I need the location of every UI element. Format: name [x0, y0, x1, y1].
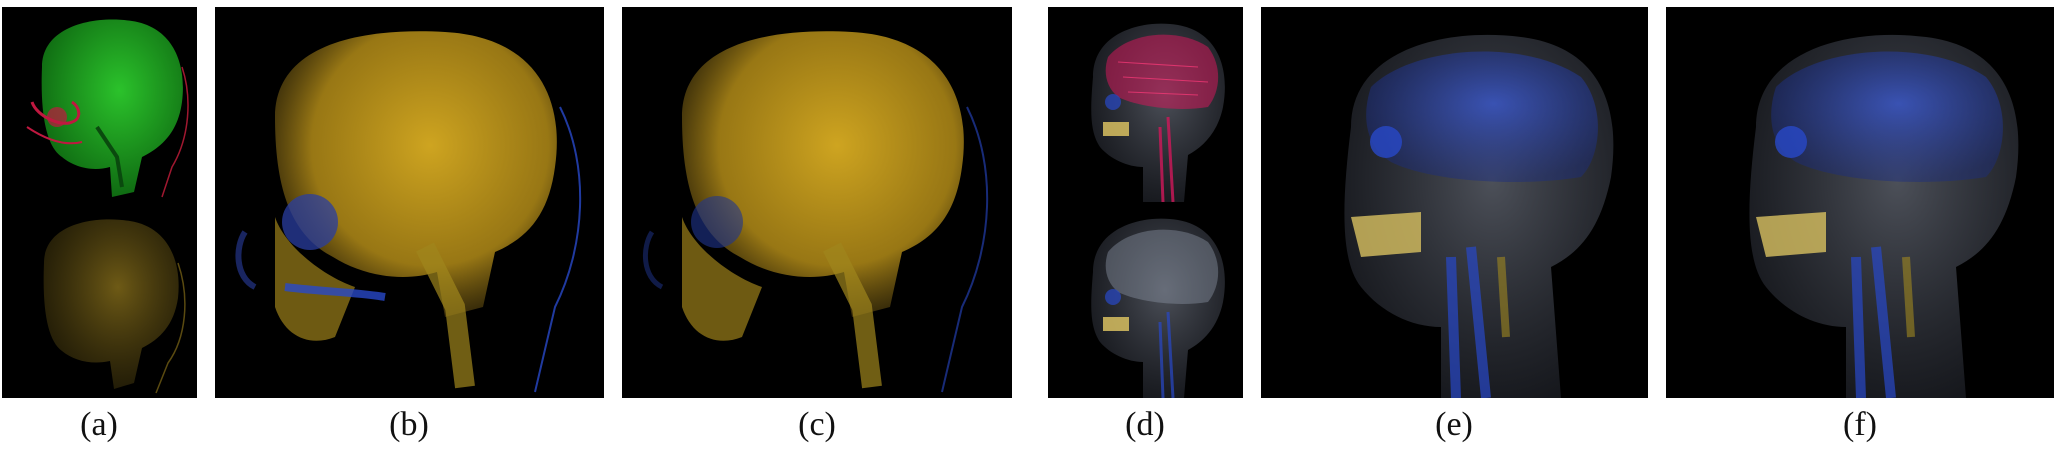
caption-d: (d): [1125, 406, 1165, 443]
caption-b: (b): [389, 406, 429, 443]
translucent-head-image: [1749, 34, 2019, 398]
panel-d-top: [1048, 7, 1243, 202]
dim-yellow-skull-image: [43, 219, 186, 394]
blue-vessel-head-image: [1091, 218, 1225, 398]
caption-c: (c): [798, 406, 836, 443]
green-skull-image: [26, 19, 189, 198]
panel-a-bottom: [2, 203, 197, 398]
caption-e: (e): [1435, 406, 1473, 443]
panel-f: [1666, 7, 2054, 398]
panel-a-top: [2, 7, 197, 203]
panel-b: [215, 7, 604, 398]
panel-c: [622, 7, 1012, 398]
yellow-skull-image: [642, 31, 989, 393]
yellow-skull-image: [235, 31, 582, 393]
red-vessel-head-image: [1091, 23, 1225, 202]
caption-a: (a): [80, 406, 118, 443]
panel-d-bottom: [1048, 202, 1243, 398]
translucent-head-image: [1344, 34, 1614, 398]
panel-e: [1261, 7, 1648, 398]
caption-f: (f): [1843, 406, 1877, 443]
